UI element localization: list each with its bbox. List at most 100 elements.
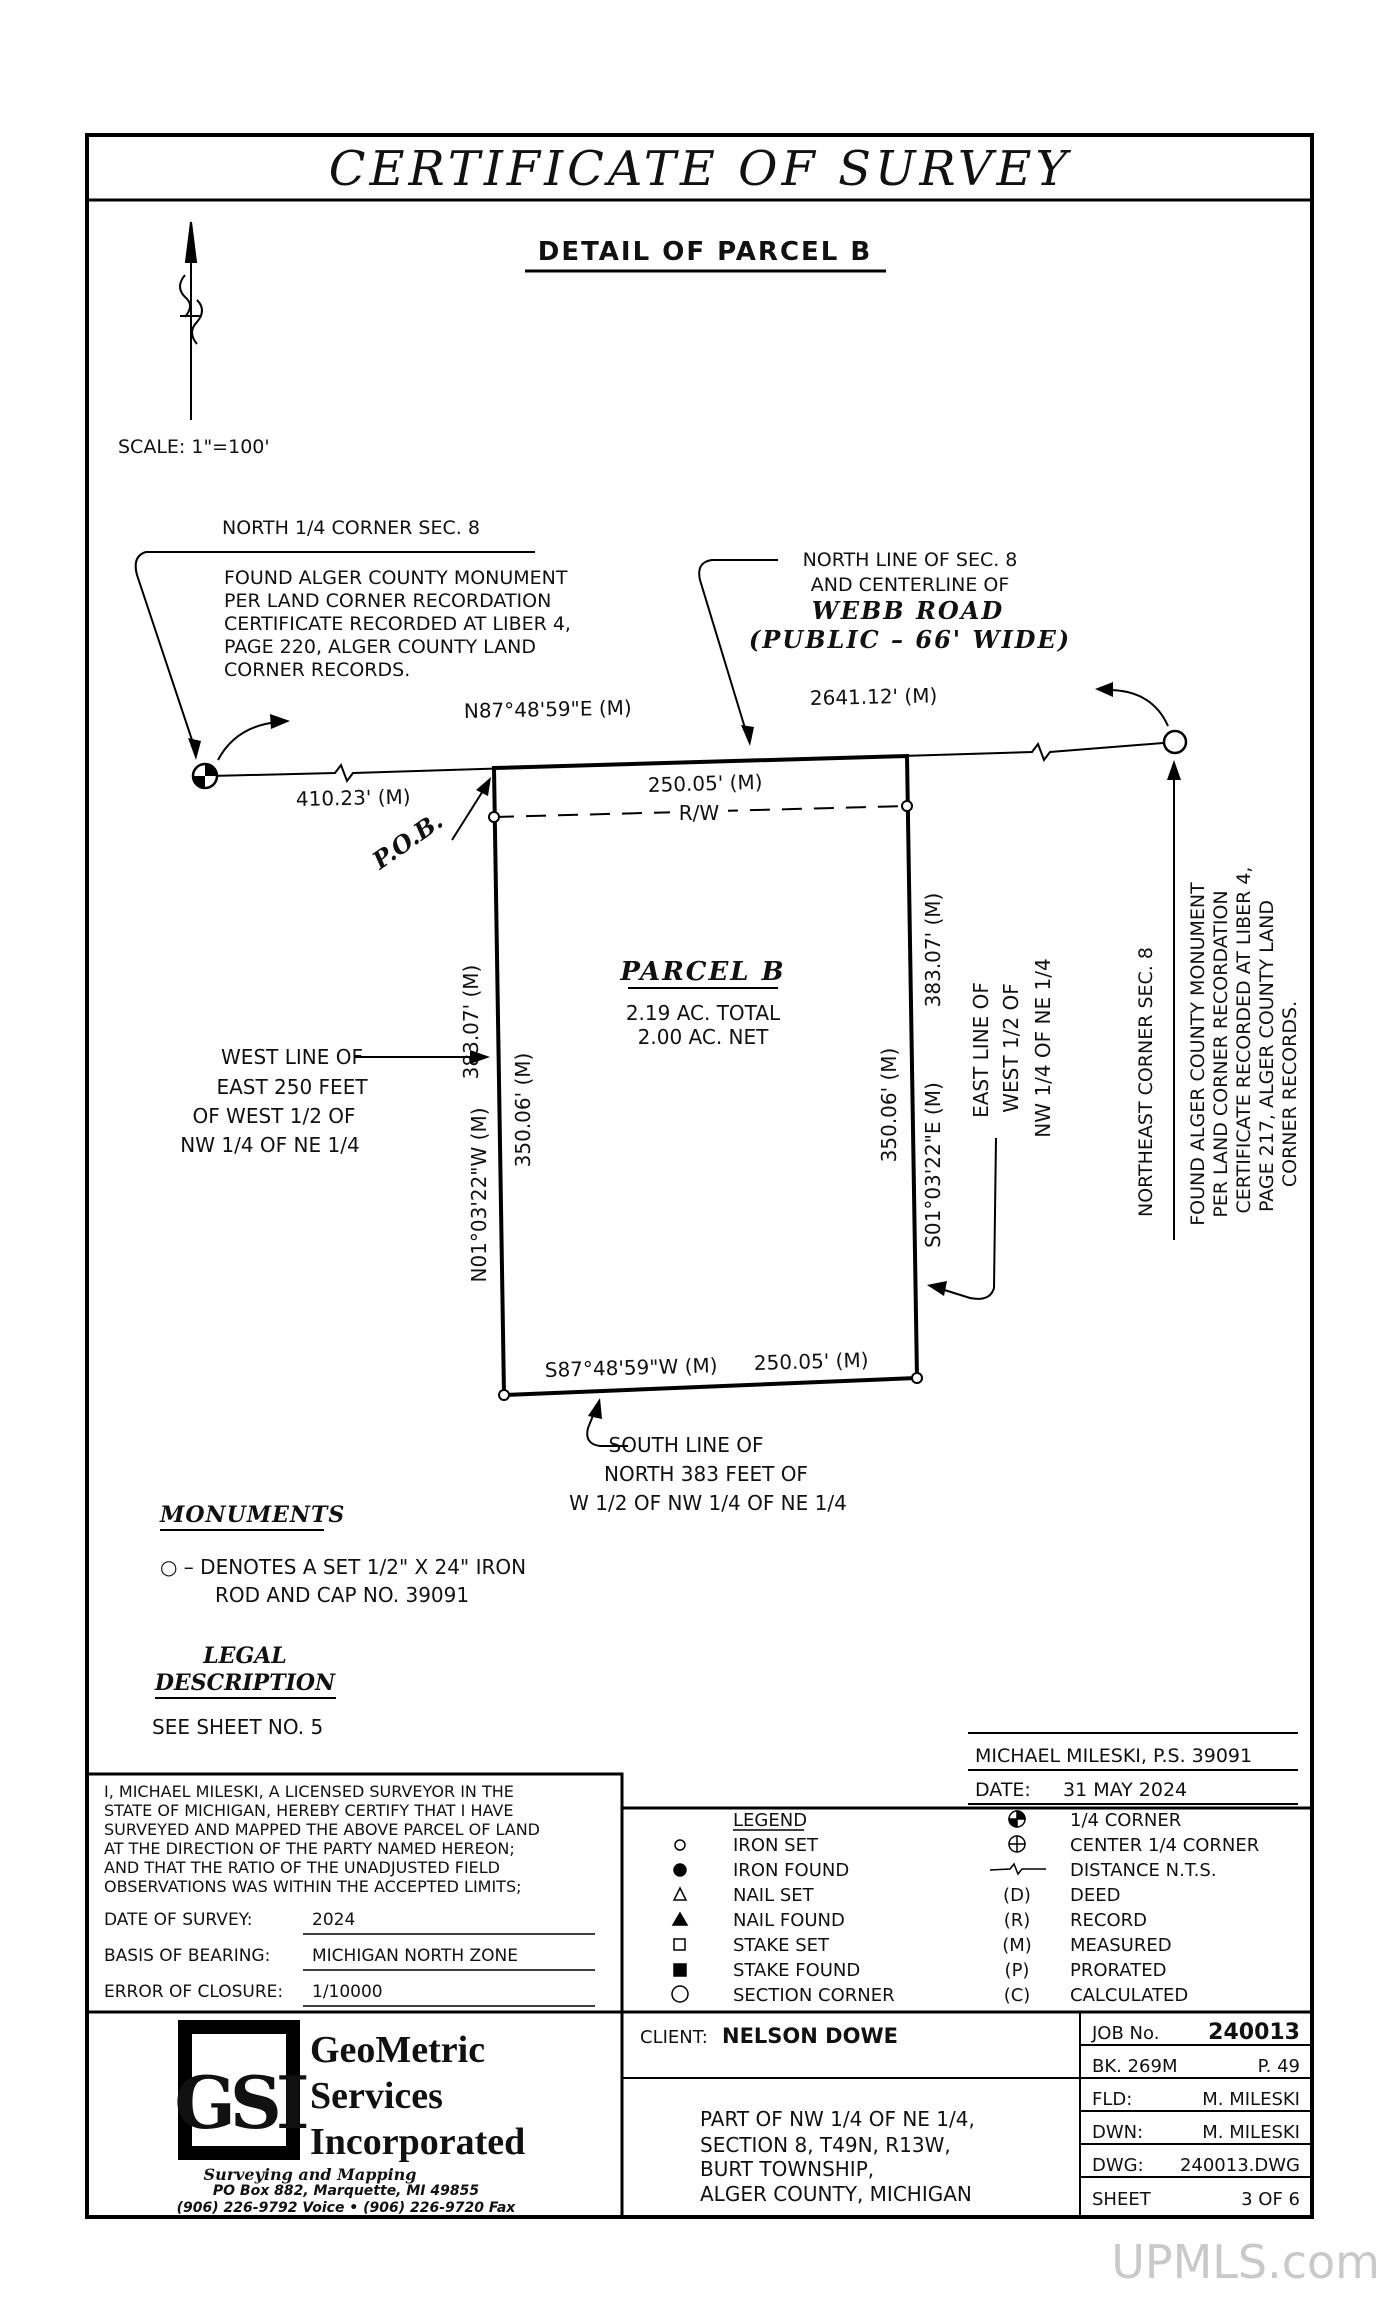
svg-text:BASIS OF BEARING:: BASIS OF BEARING: (104, 1946, 270, 1966)
legal-heading-2: DESCRIPTION (154, 1670, 336, 1696)
svg-text:(M): (M) (1002, 1935, 1032, 1956)
road-name: WEBB ROAD (812, 596, 1004, 625)
svg-text:NW 1/4 OF NE 1/4: NW 1/4 OF NE 1/4 (180, 1133, 359, 1157)
south-bearing: S87°48'59"W (M) (544, 1353, 717, 1382)
svg-text:PER LAND CORNER RECORDATION: PER LAND CORNER RECORDATION (1210, 890, 1232, 1217)
sheet-border (85, 133, 1314, 2219)
north-corner-notes: FOUND ALGER COUNTY MONUMENT PER LAND COR… (224, 567, 571, 681)
svg-text:PER LAND CORNER RECORDATION: PER LAND CORNER RECORDATION (224, 590, 551, 612)
svg-text:NORTH 383 FEET OF: NORTH 383 FEET OF (604, 1462, 808, 1486)
quarter-corner-rotation-head (270, 714, 290, 729)
parcel-name: PARCEL B (619, 957, 785, 987)
svg-text:MICHIGAN NORTH ZONE: MICHIGAN NORTH ZONE (312, 1946, 518, 1966)
page-number: P. 49 (1258, 2056, 1300, 2077)
ne-corner-label: NORTHEAST CORNER SEC. 8 (1135, 947, 1157, 1217)
surveyor-name: MICHAEL MILESKI, P.S. 39091 (975, 1745, 1252, 1767)
stake-found-icon (673, 1963, 687, 1977)
svg-text:1/4 CORNER: 1/4 CORNER (1070, 1810, 1181, 1831)
south-line-note: SOUTH LINE OF NORTH 383 FEET OF W 1/2 OF… (569, 1433, 847, 1515)
svg-text:FOUND ALGER COUNTY MONUMENT: FOUND ALGER COUNTY MONUMENT (224, 567, 568, 589)
fld-value: M. MILESKI (1202, 2089, 1300, 2110)
svg-text:CORNER RECORDS.: CORNER RECORDS. (1279, 1001, 1301, 1187)
monuments-line-2: ROD AND CAP NO. 39091 (215, 1583, 469, 1607)
company-logo-icon: GSI (174, 2020, 313, 2160)
iron-found-icon (673, 1863, 687, 1877)
svg-text:PAGE 220, ALGER COUNTY LAND: PAGE 220, ALGER COUNTY LAND (224, 636, 536, 658)
section-corner-legend-icon (671, 1985, 689, 2003)
job-row-lines (1080, 2044, 1312, 2178)
east-bearing: S01°03'22"E (M) (921, 1082, 945, 1248)
svg-text:OBSERVATIONS WAS WITHIN THE AC: OBSERVATIONS WAS WITHIN THE ACCEPTED LIM… (104, 1877, 522, 1896)
svg-text:AND THAT THE RATIO OF THE UNAD: AND THAT THE RATIO OF THE UNADJUSTED FIE… (104, 1858, 500, 1877)
east-line-note: EAST LINE OF WEST 1/2 OF NW 1/4 OF NE 1/… (969, 958, 1055, 1137)
west-bearing: N01°03'22"W (M) (467, 1108, 491, 1283)
south-dist: 250.05' (M) (753, 1348, 868, 1375)
svg-text:1/10000: 1/10000 (312, 1982, 383, 2002)
svg-text:BURT TOWNSHIP,: BURT TOWNSHIP, (700, 2157, 874, 2181)
north-side-dist: 250.05' (M) (647, 770, 762, 797)
monuments-heading: MONUMENTS (159, 1502, 345, 1528)
company-address: PO Box 882, Marquette, MI 49855 (213, 2183, 479, 2199)
svg-text:NAIL SET: NAIL SET (733, 1885, 815, 1906)
legal-text: SEE SHEET NO. 5 (152, 1715, 323, 1739)
west-inner-dist: 350.06' (M) (511, 1053, 535, 1168)
scale-label: SCALE: 1"=100' (118, 436, 270, 458)
svg-text:GSI: GSI (174, 2060, 306, 2145)
north-line-note: NORTH LINE OF SEC. 8 AND CENTERLINE OF (803, 549, 1018, 596)
svg-text:STAKE SET: STAKE SET (733, 1935, 830, 1956)
svg-text:STAKE FOUND: STAKE FOUND (733, 1960, 860, 1981)
svg-text:NW 1/4 OF NE 1/4: NW 1/4 OF NE 1/4 (1031, 958, 1055, 1137)
north-arrow-icon (179, 221, 203, 420)
svg-text:PART OF NW 1/4 OF NE 1/4,: PART OF NW 1/4 OF NE 1/4, (700, 2107, 975, 2131)
svg-text:WEST LINE OF: WEST LINE OF (221, 1045, 363, 1069)
ne-corner-leader-head (1167, 760, 1181, 780)
watermark: UPMLS.com (1111, 2235, 1380, 2289)
svg-text:(C): (C) (1004, 1985, 1031, 2006)
date-label: DATE: (975, 1779, 1031, 1801)
south-line-leader (586, 1407, 628, 1447)
dwn-label: DWN: (1092, 2122, 1143, 2143)
nail-set-icon (672, 1886, 688, 1901)
company-name-3: Incorporated (310, 2121, 525, 2163)
certification-text: I, MICHAEL MILESKI, A LICENSED SURVEYOR … (104, 1782, 540, 1896)
legend-title: LEGEND (733, 1810, 807, 1831)
monuments-line-1: ○ – DENOTES A SET 1/2" X 24" IRON (160, 1555, 526, 1579)
company-name-1: GeoMetric (310, 2029, 485, 2071)
svg-text:CALCULATED: CALCULATED (1070, 1985, 1188, 2006)
rw-label-bg (670, 800, 728, 826)
fld-label: FLD: (1092, 2089, 1132, 2110)
sheet-value: 3 OF 6 (1241, 2189, 1300, 2210)
company-name-2: Services (310, 2075, 443, 2117)
pob-arrow (451, 785, 487, 841)
road-description: (PUBLIC – 66' WIDE) (749, 625, 1071, 654)
ne-corner-notes: FOUND ALGER COUNTY MONUMENT PER LAND COR… (1187, 867, 1301, 1226)
job-label: JOB No. (1091, 2023, 1159, 2044)
legend-left-labels: IRON SET IRON FOUND NAIL SET NAIL FOUND … (733, 1835, 895, 2006)
svg-text:CORNER RECORDS.: CORNER RECORDS. (224, 659, 410, 681)
certification-box (87, 1772, 624, 2012)
client-name: NELSON DOWE (722, 2024, 898, 2048)
iron-set-icon (674, 1839, 686, 1851)
svg-text:SECTION 8, T49N, R13W,: SECTION 8, T49N, R13W, (700, 2133, 951, 2157)
svg-text:W 1/2 OF NW 1/4 OF NE 1/4: W 1/2 OF NW 1/4 OF NE 1/4 (569, 1491, 847, 1515)
certification-fields: DATE OF SURVEY: 2024 BASIS OF BEARING: M… (104, 1910, 595, 2007)
svg-text:(R): (R) (1004, 1910, 1031, 1931)
dist-east: 2641.12' (M) (810, 683, 938, 710)
svg-text:CERTIFICATE RECORDED AT LIBER: CERTIFICATE RECORDED AT LIBER 4, (1233, 867, 1255, 1214)
east-full-dist: 383.07' (M) (921, 893, 945, 1008)
distance-nts-icon (989, 1862, 1046, 1876)
legend-symbols-right (989, 1810, 1046, 1876)
parcel-total: 2.19 AC. TOTAL (626, 1001, 781, 1025)
svg-text:ERROR OF CLOSURE:: ERROR OF CLOSURE: (104, 1982, 283, 2002)
nail-found-icon (671, 1911, 689, 1926)
section-corner-icon (1162, 729, 1188, 755)
company-tagline: Surveying and Mapping (204, 2165, 417, 2184)
parcel-boundary (491, 753, 920, 1398)
svg-text:(D): (D) (1003, 1885, 1031, 1906)
north-corner-label: NORTH 1/4 CORNER SEC. 8 (222, 517, 480, 539)
east-line-leader (937, 1137, 997, 1300)
svg-text:RECORD: RECORD (1070, 1910, 1147, 1931)
legend-right-codes: (D) (R) (M) (P) (C) (1002, 1885, 1032, 2006)
svg-text:NORTH LINE OF SEC. 8: NORTH LINE OF SEC. 8 (803, 549, 1018, 571)
